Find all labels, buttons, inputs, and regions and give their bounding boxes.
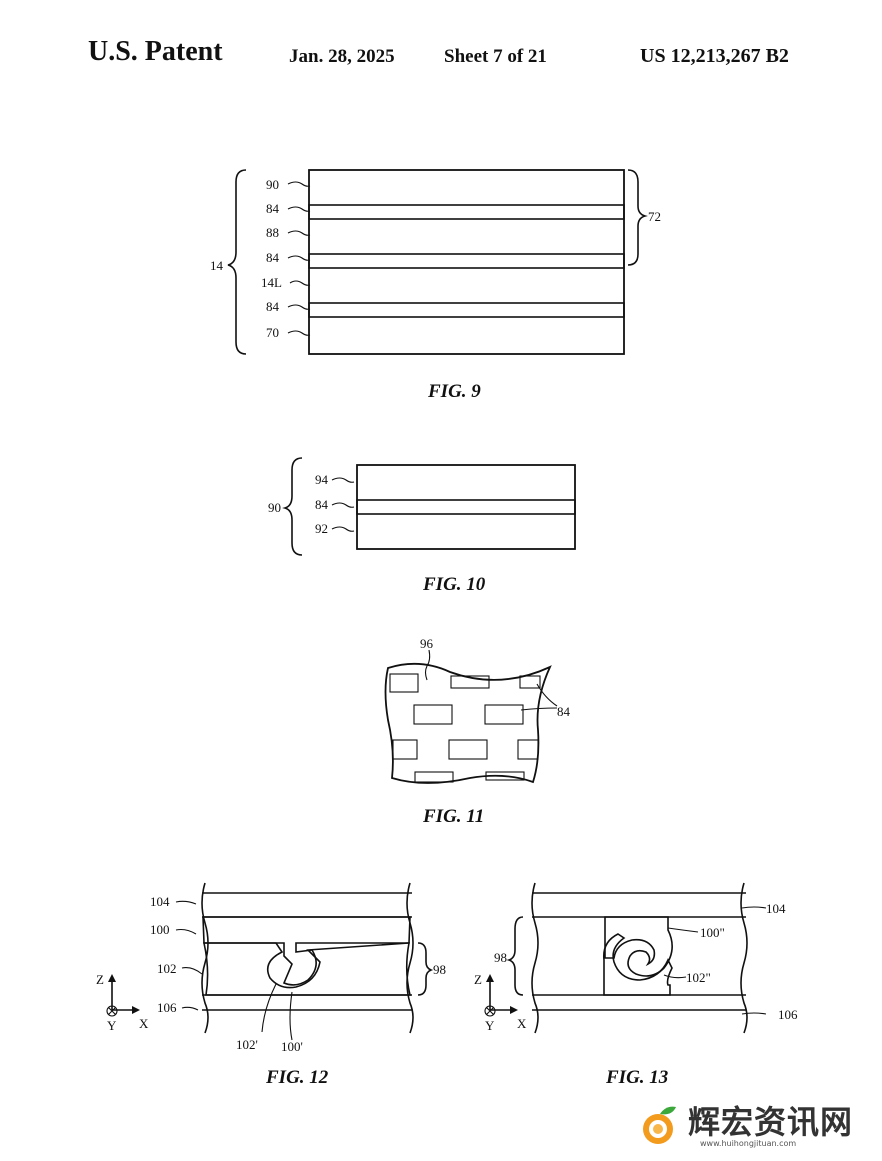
fig13-label-102-dprime: 102" <box>686 970 711 985</box>
fig12-label-104: 104 <box>150 894 170 909</box>
pad <box>389 673 419 693</box>
fig12-axis-z: Z <box>96 972 104 987</box>
fig12-label-100-prime: 100' <box>281 1039 303 1054</box>
fig10-caption: FIG. 10 <box>422 574 486 595</box>
fig13-label-104: 104 <box>766 901 786 916</box>
pad <box>450 675 490 689</box>
fig12-bracket-98: 98 <box>433 962 446 977</box>
fig9-label-70: 70 <box>266 325 279 340</box>
fig12-label-100: 100 <box>150 922 170 937</box>
fig9-bracket-14: 14 <box>210 258 224 273</box>
fig12-layer-102 <box>203 942 412 996</box>
fig13-axes-icon: Z X Y <box>474 972 527 1033</box>
adhesive-layer-84b <box>308 253 625 269</box>
fig12-label-102: 102 <box>157 961 177 976</box>
pad <box>519 675 541 689</box>
watermark-title: 辉宏资讯网 <box>688 1103 854 1141</box>
fig12-caption: FIG. 12 <box>265 1067 329 1088</box>
fig12-axes-icon: Z X Y <box>96 972 149 1033</box>
fig9-bracket-72: 72 <box>648 209 661 224</box>
fig13-caption: FIG. 13 <box>605 1067 668 1088</box>
pad <box>484 704 524 725</box>
orange-logo-icon <box>643 1106 676 1144</box>
patent-number: US 12,213,267 B2 <box>640 45 789 67</box>
fig12-label-102-prime: 102' <box>236 1037 258 1052</box>
figure-9: 90 84 88 84 14L 84 70 14 72 FIG. 9 <box>210 169 661 402</box>
pad <box>414 771 454 783</box>
figure-12: 104 100 102 106 102' 100' 98 Z X Y FIG. … <box>96 882 446 1088</box>
fig12-label-106: 106 <box>157 1000 177 1015</box>
fig13-bracket-98: 98 <box>494 950 507 965</box>
fig13-layer-102 <box>602 933 673 996</box>
pad <box>517 739 539 760</box>
patent-date: Jan. 28, 2025 <box>289 46 395 67</box>
sheet-number: Sheet 7 of 21 <box>444 46 547 67</box>
pad <box>413 704 453 725</box>
adhesive-layer-84c <box>308 302 625 318</box>
watermark: 辉宏资讯网 www.huihongjituan.com <box>630 1097 870 1155</box>
figure-10: 94 84 92 90 FIG. 10 <box>268 457 576 595</box>
patent-title: U.S. Patent <box>88 36 223 67</box>
fig13-axis-x: X <box>517 1016 527 1031</box>
adhesive-layer-84 <box>356 499 576 515</box>
fig12-axis-y: Y <box>107 1018 117 1033</box>
pad <box>392 739 418 760</box>
fig11-caption: FIG. 11 <box>422 806 484 827</box>
fig13-label-106: 106 <box>778 1007 798 1022</box>
fig11-label-84: 84 <box>557 704 571 719</box>
fig9-label-84: 84 <box>266 201 280 216</box>
fig11-label-96: 96 <box>420 636 434 651</box>
fig13-axis-y: Y <box>485 1018 495 1033</box>
pad <box>448 739 488 760</box>
fig10-label-92: 92 <box>315 521 328 536</box>
fig9-caption: FIG. 9 <box>427 381 481 402</box>
fig9-label-84: 84 <box>266 250 280 265</box>
fig10-bracket-90: 90 <box>268 500 281 515</box>
fig10-label-84: 84 <box>315 497 329 512</box>
pad <box>485 771 525 781</box>
fig9-label-84: 84 <box>266 299 280 314</box>
figure-13: 104 100" 102" 106 98 Z X Y FIG. 13 <box>474 882 798 1088</box>
adhesive-layer-84a <box>308 204 625 220</box>
fig13-axis-z: Z <box>474 972 482 987</box>
fig13-label-100-dprime: 100" <box>700 925 725 940</box>
fig12-axis-x: X <box>139 1016 149 1031</box>
fig10-label-94: 94 <box>315 472 329 487</box>
fig9-label-90: 90 <box>266 177 279 192</box>
fig9-label-88: 88 <box>266 225 279 240</box>
watermark-url: www.huihongjituan.com <box>700 1139 797 1148</box>
fig12-layer-100 <box>202 916 411 986</box>
figure-11: 96 84 FIG. 11 <box>384 636 571 827</box>
fig9-label-14L: 14L <box>261 275 282 290</box>
